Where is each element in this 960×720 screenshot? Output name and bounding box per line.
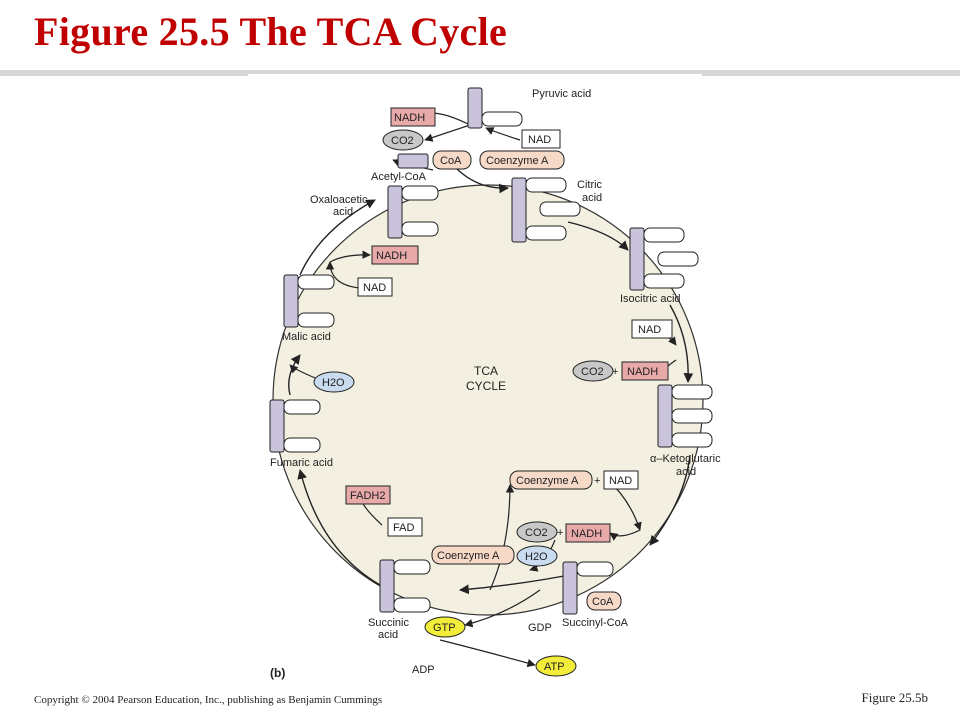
succinylcoa-label: Succinyl-CoA: [562, 617, 629, 629]
cooh-groups: [283, 111, 713, 613]
co2-text-keto: CO2: [525, 527, 548, 539]
coenzymea-box-succ: [431, 545, 515, 565]
co2-ellipse-iso: [572, 360, 614, 382]
citric-chain: [511, 177, 527, 243]
center-label-2: CYCLE: [466, 379, 506, 393]
nadh-text-top: NADH: [394, 112, 425, 124]
nadh-text-keto: NADH: [571, 528, 602, 540]
succinic-label-2: acid: [378, 629, 398, 641]
nad-text-iso: NAD: [638, 324, 661, 336]
fumaric-label: Fumaric acid: [270, 457, 333, 469]
co2-ellipse-keto: [516, 521, 558, 543]
acetyl-label: Acetyl-CoA: [371, 171, 427, 183]
acetyl-chain: [397, 153, 429, 169]
nadh-box-top: [390, 107, 436, 127]
copyright-notice: Copyright © 2004 Pearson Education, Inc.…: [34, 694, 383, 706]
oxaloacetic-label-2: acid: [333, 206, 353, 218]
panel-label: (b): [270, 666, 285, 680]
malic-chain: [283, 274, 299, 328]
nad-text-malic: NAD: [363, 282, 386, 294]
plus-text-keto: +: [594, 475, 600, 487]
h2o-text-malic: H2O: [322, 377, 345, 389]
nad-text-keto: NAD: [609, 475, 632, 487]
title-divider: [0, 70, 960, 76]
nadh-box-keto: [565, 523, 611, 543]
atp-text: ATP: [544, 661, 565, 673]
nadh-text-malic: NADH: [376, 250, 407, 262]
succinic-label-1: Succinic: [368, 617, 409, 629]
diagram-labels: Pyruvic acid Acetyl-CoA Citric acid Isoc…: [270, 88, 721, 680]
succinylcoa-chain: [562, 561, 578, 615]
cofactor-shapes: [313, 107, 673, 677]
coa-text-succinyl: CoA: [592, 596, 614, 608]
pyruvic-chain: [467, 87, 483, 129]
isocitric-label: Isocitric acid: [620, 293, 681, 305]
ketoglutaric-label-1: α–Ketoglutaric: [650, 453, 721, 465]
oxaloacetic-label-1: Oxaloacetic: [310, 194, 368, 206]
nad-text-top: NAD: [528, 134, 551, 146]
fadh2-box: [345, 485, 391, 505]
coa-text-top: CoA: [440, 155, 462, 167]
plus-text-iso: +: [612, 366, 618, 378]
coenzymea-box-keto: [509, 470, 593, 490]
atp-ellipse: [535, 655, 577, 677]
malic-label: Malic acid: [282, 331, 331, 343]
ketoglutaric-label-2: acid: [676, 466, 696, 478]
fadh2-text: FADH2: [350, 490, 385, 502]
slide-title: Figure 25.5 The TCA Cycle: [34, 9, 508, 54]
h2o-text-succ: H2O: [525, 551, 548, 563]
gtp-text: GTP: [433, 622, 456, 634]
gtp-ellipse: [424, 616, 466, 638]
adp-text: ADP: [412, 664, 435, 676]
co2-text-top: CO2: [391, 135, 414, 147]
nad-box-iso: [631, 319, 673, 339]
succinic-chain: [379, 559, 395, 613]
fumaric-chain: [269, 399, 285, 453]
coa-box-succinyl: [586, 591, 622, 611]
co2-text-iso: CO2: [581, 366, 604, 378]
figure-reference: Figure 25.5b: [861, 690, 928, 705]
oxaloacetic-chain: [387, 185, 403, 239]
h2o-ellipse-succ: [516, 545, 558, 567]
coenzymea-box-top: [479, 150, 565, 170]
citric-label-2: acid: [582, 192, 602, 204]
pyruvic-label: Pyruvic acid: [532, 88, 591, 100]
isocitric-chain: [629, 227, 645, 291]
h2o-ellipse-malic: [313, 371, 355, 393]
co2-ellipse-top: [382, 129, 424, 151]
nad-box-top: [521, 129, 561, 149]
coenzymea-text-succ: Coenzyme A: [437, 550, 500, 562]
ketoglutaric-chain: [657, 384, 673, 448]
plus-text-keto2: +: [557, 527, 563, 539]
nadh-box-iso: [621, 361, 669, 381]
nadh-box-malic: [371, 245, 419, 265]
fad-box: [387, 517, 423, 537]
citric-label-1: Citric: [577, 179, 603, 191]
carbon-chains: [269, 87, 673, 615]
center-label-1: TCA: [474, 364, 498, 378]
gdp-text: GDP: [528, 622, 552, 634]
nad-box-keto: [603, 470, 639, 490]
fad-text: FAD: [393, 522, 414, 534]
nad-box-malic: [357, 277, 393, 297]
coenzymea-text-top: Coenzyme A: [486, 155, 549, 167]
nadh-text-iso: NADH: [627, 366, 658, 378]
coa-box-top: [432, 150, 472, 170]
coenzymea-text-keto: Coenzyme A: [516, 475, 579, 487]
